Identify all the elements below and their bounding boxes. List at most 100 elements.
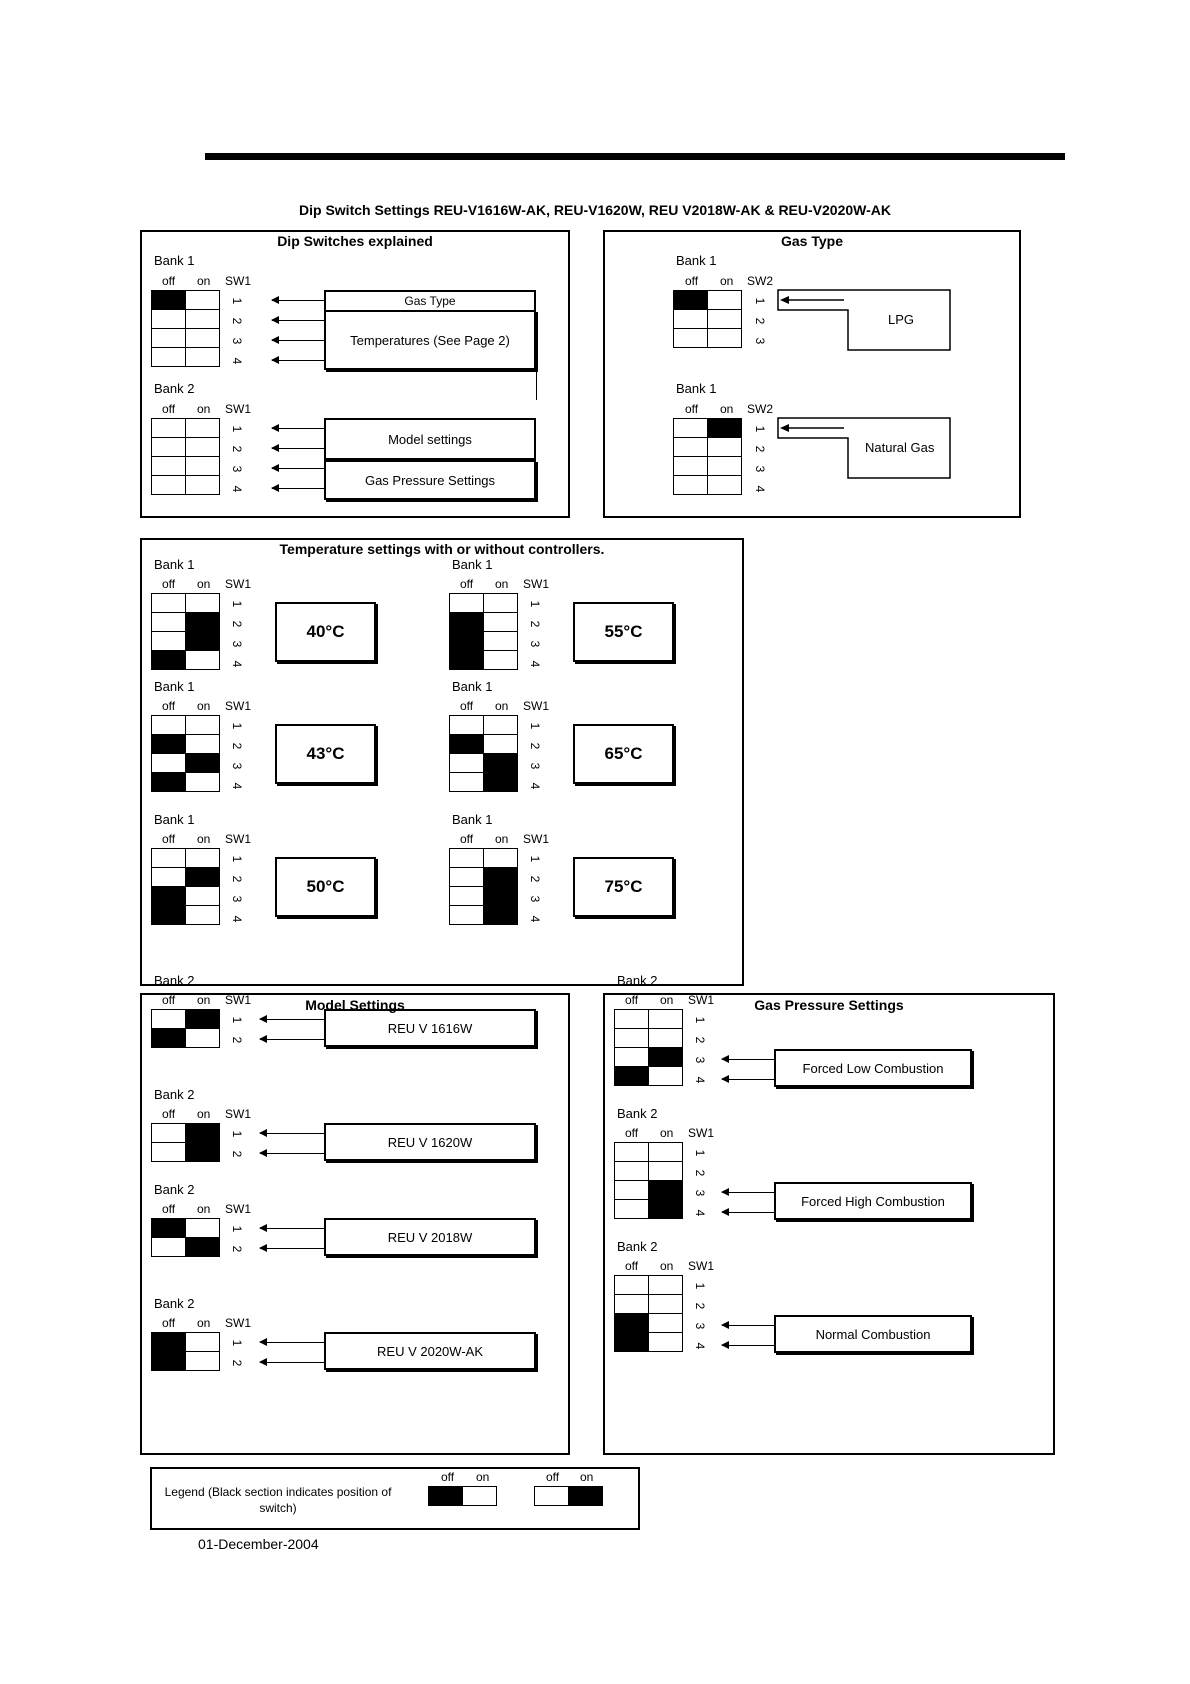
model-value-box: REU V 2018W [324, 1218, 536, 1256]
off-label: off [441, 1470, 455, 1484]
switch-grid [151, 1218, 220, 1257]
switch-cell-on [185, 309, 220, 329]
switch-cell-on [648, 1028, 683, 1048]
bank-label: Bank 2 [154, 381, 195, 396]
switch-number: 1 [230, 600, 244, 608]
switch-cell-off [614, 1180, 649, 1200]
off-label: off [162, 699, 176, 713]
switch-cell-on [185, 867, 220, 887]
switch-number: 1 [230, 855, 244, 863]
switch-cell-off [449, 593, 484, 613]
switch-cell-off [449, 612, 484, 632]
sw-label: SW1 [225, 402, 252, 416]
switch-number: 2 [753, 317, 767, 325]
switch-number: 3 [693, 1322, 707, 1330]
bank-label: Bank 1 [452, 557, 493, 572]
switch-cell-off [151, 1123, 186, 1143]
sw-label: SW1 [225, 1107, 252, 1121]
page-title: Dip Switch Settings REU-V1616W-AK, REU-V… [299, 202, 891, 218]
switch-cell-off [614, 1066, 649, 1086]
switch-cell-off [151, 631, 186, 651]
switch-cell-on [185, 612, 220, 632]
temperature-value-box: 40°C [275, 602, 376, 662]
switch-cell-off [151, 418, 186, 438]
arrow-left-icon [259, 1358, 324, 1366]
switch-cell-on [483, 631, 518, 651]
switch-cell-off [614, 1199, 649, 1219]
switch-cell-off [151, 1237, 186, 1257]
switch-number: 1 [230, 1016, 244, 1024]
bank-label: Bank 1 [154, 812, 195, 827]
switch-cell-off [673, 456, 708, 476]
switch-cell-on [185, 456, 220, 476]
switch-grid [151, 848, 220, 925]
arrow-left-icon [259, 1244, 324, 1252]
off-label: off [162, 577, 176, 591]
switch-cell-on [483, 905, 518, 925]
switch-number: 2 [693, 1302, 707, 1310]
off-label: off [162, 1316, 176, 1330]
switch-cell-off [673, 309, 708, 329]
switch-cell-off [673, 437, 708, 457]
off-label: off [625, 1126, 639, 1140]
on-label: on [580, 1470, 594, 1484]
switch-number: 4 [528, 660, 542, 668]
switch-cell-off [449, 848, 484, 868]
switch-grid-bank2 [151, 418, 220, 495]
switch-cell-off [449, 753, 484, 773]
switch-grid [449, 848, 518, 925]
combustion-mode-box: Forced High Combustion [774, 1182, 972, 1220]
switch-number: 1 [230, 1225, 244, 1233]
off-label: off [460, 699, 474, 713]
arrow-left-icon [721, 1208, 774, 1216]
arrow-left-icon [271, 484, 324, 492]
switch-cell-on [185, 848, 220, 868]
switch-number: 2 [230, 317, 244, 325]
on-label: on [197, 1316, 211, 1330]
on-label: on [720, 274, 734, 288]
switch-cell-on [185, 475, 220, 495]
header-rule [205, 153, 1065, 160]
switch-number: 3 [230, 762, 244, 770]
switch-number: 4 [693, 1209, 707, 1217]
switch-cell-on [483, 612, 518, 632]
switch-cell-off [449, 867, 484, 887]
panel-gas-pressure-settings [603, 993, 1055, 1455]
switch-cell-on [185, 437, 220, 457]
switch-cell-off [151, 715, 186, 735]
model-value-box: REU V 1620W [324, 1123, 536, 1161]
sw-label: SW1 [688, 993, 715, 1007]
switch-number: 2 [230, 1245, 244, 1253]
temperature-value-box: 50°C [275, 857, 376, 917]
on-label: on [495, 699, 509, 713]
switch-cell-off [449, 715, 484, 735]
switch-number: 2 [753, 445, 767, 453]
sw-label: SW1 [523, 832, 550, 846]
lpg-callout [777, 289, 951, 351]
switch-number: 4 [528, 915, 542, 923]
switch-number: 4 [693, 1342, 707, 1350]
gas-pressure-settings-box: Gas Pressure Settings [324, 460, 536, 500]
switch-number: 2 [693, 1169, 707, 1177]
sw-label: SW2 [747, 402, 774, 416]
sw-label: SW1 [523, 699, 550, 713]
arrow-left-icon [271, 444, 324, 452]
footer-date: 01-December-2004 [198, 1536, 319, 1552]
switch-cell-on [185, 1351, 220, 1371]
bank-label: Bank 1 [154, 557, 195, 572]
bank-label: Bank 2 [154, 1296, 195, 1311]
switch-number: 3 [693, 1056, 707, 1064]
on-label: on [197, 832, 211, 846]
switch-number: 4 [230, 782, 244, 790]
switch-cell-on [648, 1161, 683, 1181]
switch-cell-on [185, 1009, 220, 1029]
on-label: on [476, 1470, 490, 1484]
switch-grid [151, 1123, 220, 1162]
switch-cell-off [151, 867, 186, 887]
switch-number: 3 [230, 337, 244, 345]
switch-cell-on [483, 886, 518, 906]
model-value-box: REU V 2020W-AK [324, 1332, 536, 1370]
temperature-value-box: 55°C [573, 602, 674, 662]
switch-number: 2 [230, 875, 244, 883]
temperature-value-box: 43°C [275, 724, 376, 784]
